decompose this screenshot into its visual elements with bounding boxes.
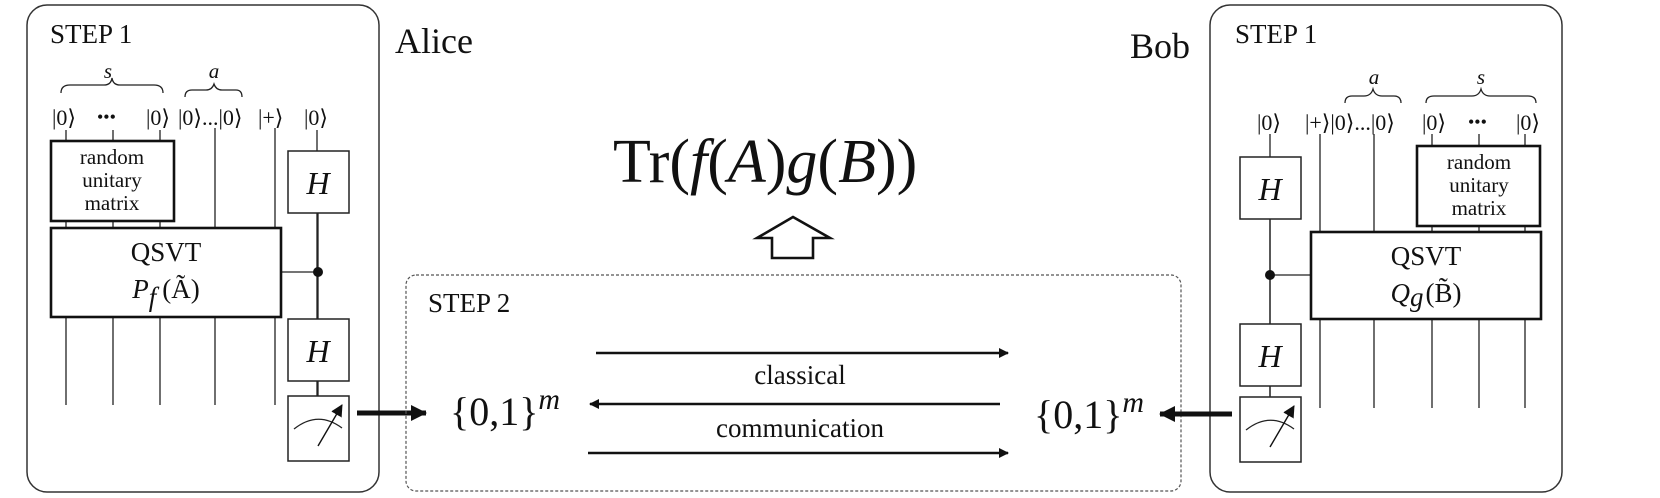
bob-random-line-3: matrix xyxy=(1452,196,1507,220)
bob-ket-s-first: |0⟩ xyxy=(1422,110,1446,135)
bob-ket-plus-group: |+⟩|0⟩...|0⟩ xyxy=(1305,110,1395,135)
alice-h-gate-1-label: H xyxy=(305,165,331,201)
alice-panel: STEP 1 s a |0⟩ ••• |0⟩ |0⟩...|0⟩ |+⟩ |0⟩… xyxy=(26,4,427,493)
comm-label-communication: communication xyxy=(716,413,884,443)
bob-ket-control: |0⟩ xyxy=(1257,110,1281,135)
comm-label-classical: classical xyxy=(754,360,845,390)
alice-random-unitary-box xyxy=(49,139,176,223)
alice-h-gate-2 xyxy=(287,318,350,382)
bob-ket-s-dots: ••• xyxy=(1468,112,1487,132)
bob-h-gate-1-label: H xyxy=(1257,171,1283,207)
bob-name: Bob xyxy=(1130,26,1190,66)
step2-panel: STEP 2 {0,1}m {0,1}m classical communica… xyxy=(405,274,1182,492)
bob-qsvt-poly: Qg(B̃) xyxy=(1391,278,1462,312)
alice-qsvt-poly: Pf(Ã) xyxy=(131,274,200,312)
alice-bitstring: {0,1}m xyxy=(450,383,560,434)
alice-brace-a xyxy=(184,81,243,98)
bob-qsvt-box xyxy=(1309,230,1543,321)
step2-label: STEP 2 xyxy=(428,288,510,318)
alice-ket-control: |0⟩ xyxy=(304,105,328,130)
bob-qsvt-title: QSVT xyxy=(1391,241,1462,271)
result-formula: Tr(f(A)g(B)) xyxy=(613,128,917,196)
bob-h-gate-2-label: H xyxy=(1257,338,1283,374)
alice-qsvt-box xyxy=(49,226,283,319)
alice-random-line-1: random xyxy=(80,145,144,169)
bob-bitstring: {0,1}m xyxy=(1034,386,1144,437)
bob-brace-a xyxy=(1344,86,1402,104)
bob-random-unitary-box xyxy=(1415,144,1542,228)
bob-panel: STEP 1 a s |0⟩ |+⟩|0⟩...|0⟩ |0⟩ ••• |0⟩ … xyxy=(1159,4,1563,493)
alice-ket-plus: |+⟩ xyxy=(258,105,283,130)
bob-step-label: STEP 1 xyxy=(1235,19,1317,49)
alice-panel-border xyxy=(26,4,380,493)
alice-h-gate-1 xyxy=(287,150,350,214)
alice-h-gate-2-label: H xyxy=(305,333,331,369)
alice-ket-s-first: |0⟩ xyxy=(52,105,76,130)
alice-step-label: STEP 1 xyxy=(50,19,132,49)
bob-h-gate-1 xyxy=(1239,156,1302,220)
alice-random-line-3: matrix xyxy=(85,191,140,215)
alice-meter-icon xyxy=(293,404,343,447)
bob-control-dot xyxy=(1265,270,1275,280)
bob-brace-s-label: s xyxy=(1477,65,1485,89)
alice-brace-s-label: s xyxy=(104,59,112,83)
hollow-up-arrow-icon xyxy=(752,215,835,260)
alice-ket-s-last: |0⟩ xyxy=(146,105,170,130)
alice-brace-s xyxy=(60,77,164,94)
bob-random-line-2: unitary xyxy=(1449,173,1509,197)
alice-qsvt-title: QSVT xyxy=(131,237,202,267)
bob-measurement-gate xyxy=(1239,396,1302,463)
alice-measurement-gate xyxy=(287,395,350,462)
step2-panel-border xyxy=(405,274,1182,492)
alice-name: Alice xyxy=(395,21,473,61)
bob-panel-border xyxy=(1209,4,1563,493)
alice-control-dot xyxy=(313,267,323,277)
bob-meter-icon xyxy=(1245,405,1295,448)
bob-brace-s xyxy=(1425,86,1537,104)
bob-h-gate-2 xyxy=(1239,323,1302,387)
alice-ket-s-dots: ••• xyxy=(97,107,116,127)
alice-ket-a-group: |0⟩...|0⟩ xyxy=(178,105,242,130)
alice-brace-a-label: a xyxy=(209,59,220,83)
bob-random-line-1: random xyxy=(1447,150,1511,174)
bob-ket-s-last: |0⟩ xyxy=(1516,110,1540,135)
bob-brace-a-label: a xyxy=(1369,65,1380,89)
alice-random-line-2: unitary xyxy=(82,168,142,192)
